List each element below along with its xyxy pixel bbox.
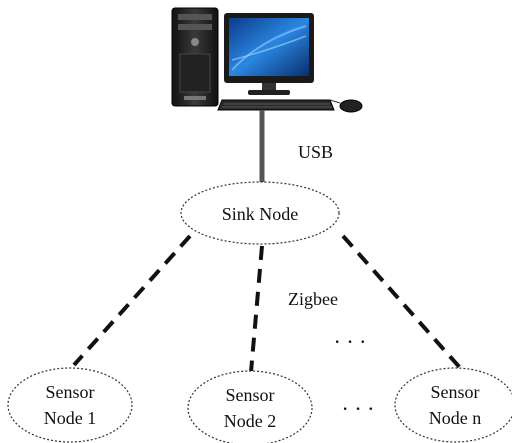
sensor-node-n-line2: Node n bbox=[429, 408, 482, 428]
sink-node: Sink Node bbox=[180, 181, 340, 245]
tower-icon bbox=[171, 7, 219, 107]
monitor-icon bbox=[224, 13, 314, 95]
sensor-node-2-cloud bbox=[187, 370, 313, 443]
zigbee-link-1 bbox=[72, 234, 192, 367]
usb-label: USB bbox=[298, 142, 333, 162]
zigbee-link-2 bbox=[249, 245, 264, 373]
sensor-node-2-line1: Sensor bbox=[226, 385, 275, 405]
sensor-node-2: Sensor Node 2 bbox=[187, 370, 313, 443]
sink-node-cloud bbox=[180, 181, 340, 245]
sensor-node-1-line1: Sensor bbox=[46, 382, 95, 402]
keyboard-icon bbox=[217, 99, 335, 111]
sink-node-label: Sink Node bbox=[222, 204, 299, 224]
zigbee-link-n bbox=[341, 234, 464, 372]
ellipsis-lower: · · · bbox=[342, 396, 375, 421]
zigbee-label: Zigbee bbox=[288, 289, 338, 309]
sensor-node-n-cloud bbox=[394, 367, 512, 443]
sensor-node-2-line2: Node 2 bbox=[224, 411, 277, 431]
desktop-computer-icon bbox=[171, 7, 363, 113]
sensor-node-1-cloud bbox=[7, 367, 133, 443]
ellipsis-upper: · · · bbox=[334, 329, 367, 354]
sensor-node-1-line2: Node 1 bbox=[44, 408, 97, 428]
sensor-node-n-line1: Sensor bbox=[431, 382, 480, 402]
sensor-node-1: Sensor Node 1 bbox=[7, 367, 133, 443]
mouse-icon bbox=[329, 99, 363, 113]
sensor-node-n: Sensor Node n bbox=[394, 367, 512, 443]
